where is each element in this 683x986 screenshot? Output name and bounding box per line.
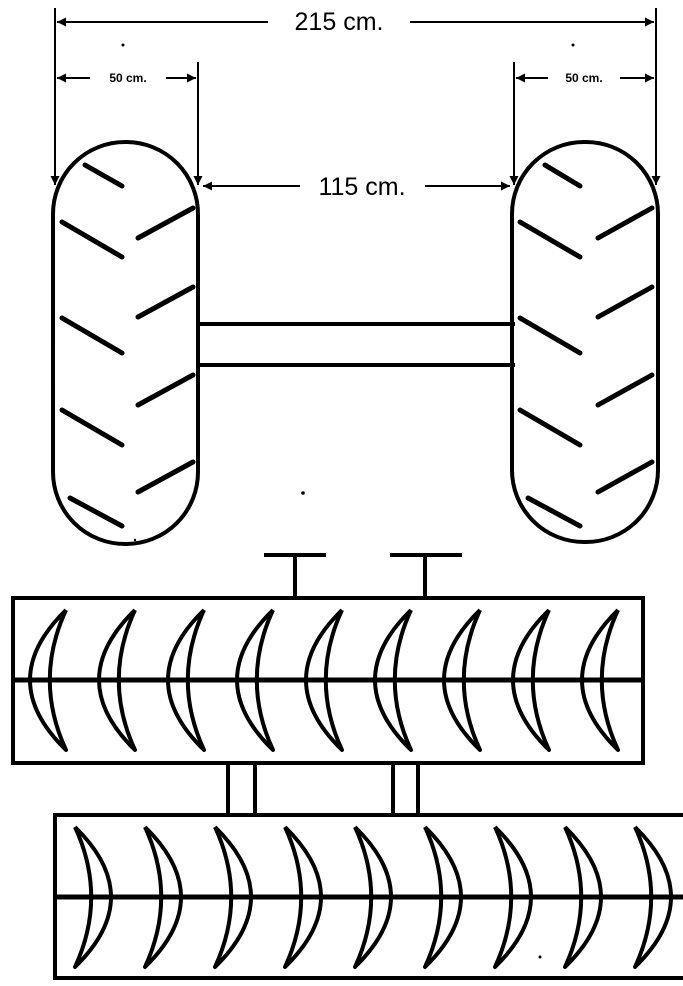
gang-connectors [226,763,420,815]
rear-disc-blade [633,825,673,969]
front-disc-blade [580,608,620,752]
front-disc-blade [166,608,206,752]
front-disc-blade [304,608,344,752]
rear-gang-discs [73,825,673,969]
rear-gang [53,813,683,980]
rear-disc-blade [213,825,253,969]
right-tire-tread [517,162,655,529]
front-gang-discs [28,608,620,752]
left-tire [51,140,200,546]
rear-disc-blade [563,825,603,969]
front-disc-blade [373,608,413,752]
left-tire-tread [59,162,196,529]
gap-width-label: 115 cm. [318,173,405,201]
rear-disc-blade [143,825,183,969]
rear-disc-blade [73,825,113,969]
rear-disc-blade [283,825,323,969]
right-tire-outline [510,140,660,544]
rear-disc-blade [493,825,533,969]
right-tire [510,140,660,544]
axle [198,322,515,367]
rear-disc-blade [423,825,463,969]
front-disc-blade [235,608,275,752]
front-disc-blade [442,608,482,752]
front-disc-blade [97,608,137,752]
right-tire-width-label: 50 cm. [565,71,602,85]
front-gang [11,596,645,765]
front-disc-blade [511,608,551,752]
dimension-lines [50,8,661,191]
front-disc-blade [28,608,68,752]
scan-specks [121,43,575,959]
hitch [264,553,462,598]
rear-disc-blade [353,825,393,969]
left-tire-outline [51,140,200,546]
overall-width-label: 215 cm. [295,8,384,36]
left-tire-width-label: 50 cm. [109,71,146,85]
